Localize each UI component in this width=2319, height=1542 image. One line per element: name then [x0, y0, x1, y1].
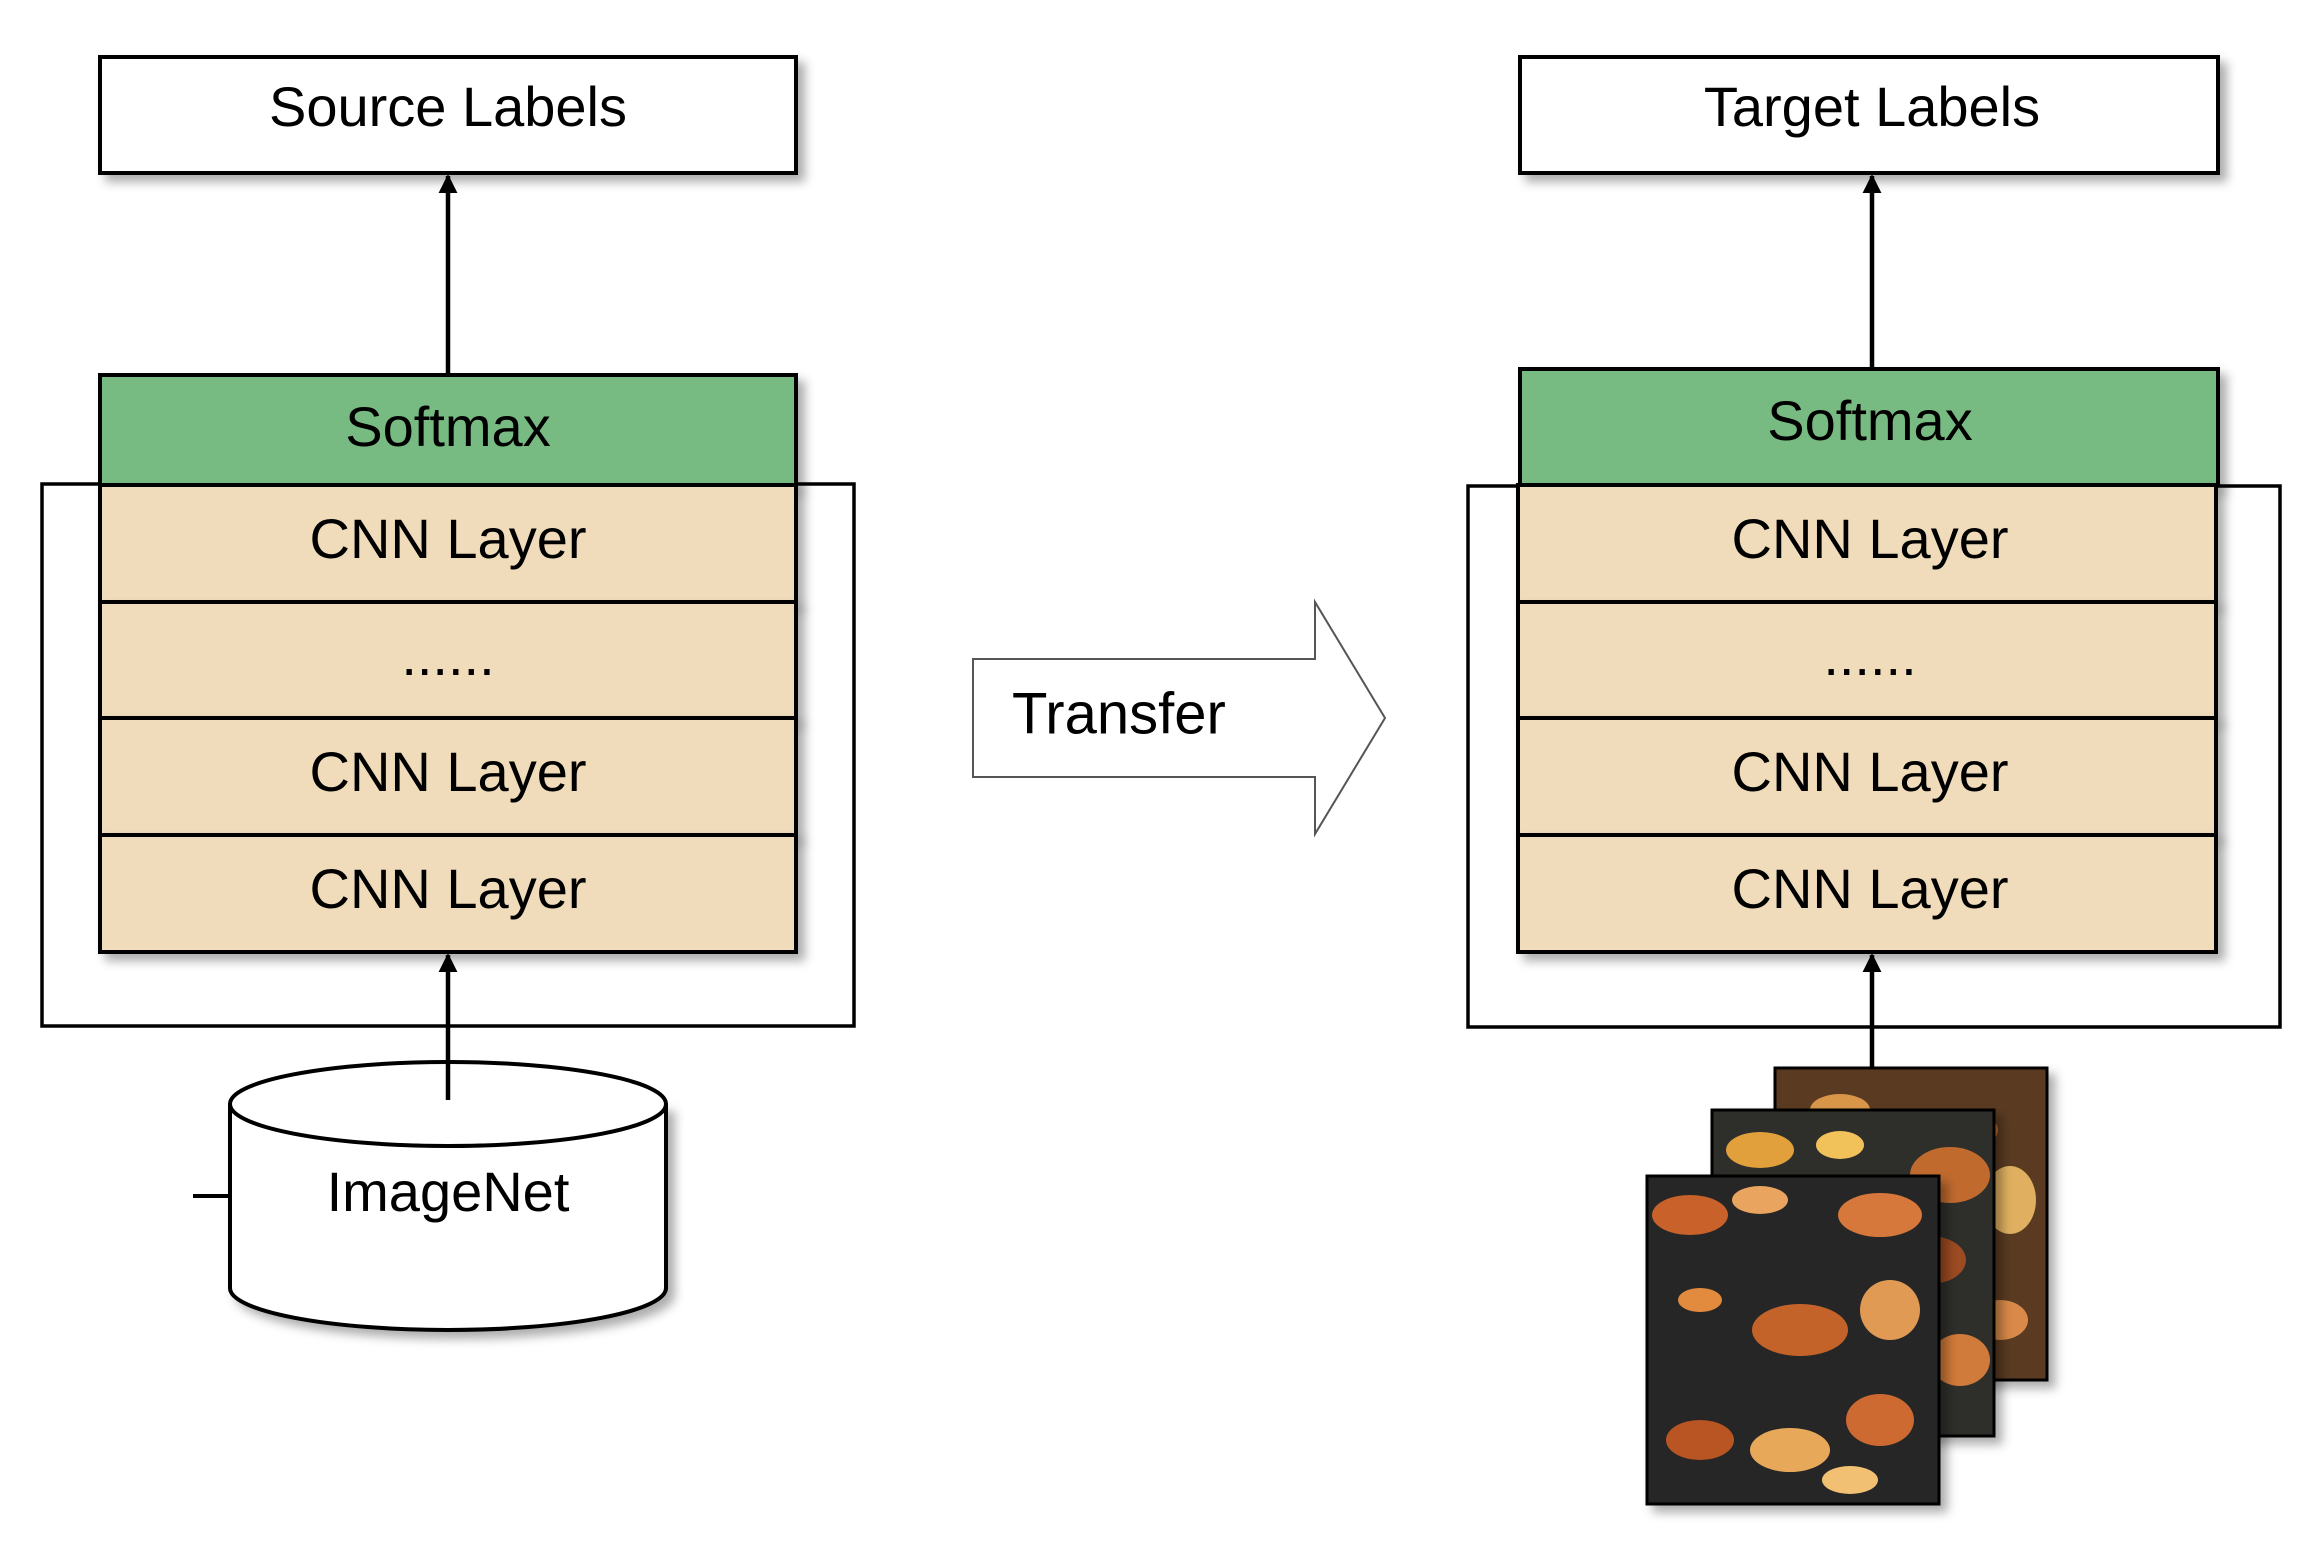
target-model: Target Labels Softmax CNN Layer ...... C… [1466, 55, 2282, 1506]
transfer-arrow: Transfer [972, 598, 1387, 838]
source-cnn-layer-1-label: CNN Layer [310, 507, 587, 570]
target-cnn-layer-1-label: CNN Layer [1732, 507, 2009, 570]
target-cnn-layer-2-label: CNN Layer [1732, 740, 2009, 803]
source-labels-text: Source Labels [269, 75, 627, 138]
source-cnn-layer-3-label: CNN Layer [310, 857, 587, 920]
source-softmax-layer [98, 373, 798, 487]
source-cnn-layer-1 [98, 483, 798, 604]
target-labels-box [1518, 55, 2220, 175]
source-cnn-layer-ellipsis [98, 600, 798, 720]
source-cnn-layer-2 [98, 716, 798, 837]
transfer-label: Transfer [1012, 681, 1226, 746]
target-labels-text: Target Labels [1704, 75, 2040, 138]
source-cnn-layer-ellipsis-label: ...... [401, 624, 494, 687]
photo-front [1645, 1174, 1941, 1506]
target-softmax-label: Softmax [1767, 389, 1972, 452]
source-cnn-layer-2-label: CNN Layer [310, 740, 587, 803]
target-cnn-layer-ellipsis-label: ...... [1823, 624, 1916, 687]
imagenet-label: ImageNet [327, 1160, 570, 1223]
transfer-arrow-shape [972, 598, 1387, 838]
imagenet-database-icon [193, 1060, 668, 1332]
source-model: Source Labels Softmax CNN Layer ...... C… [40, 55, 856, 1332]
target-softmax-layer [1518, 367, 2220, 487]
source-labels-box [98, 55, 798, 175]
target-cnn-layer-3 [1516, 833, 2218, 954]
source-cnn-layer-3 [98, 833, 798, 954]
target-cnn-layer-3-label: CNN Layer [1732, 857, 2009, 920]
target-cnn-layer-ellipsis [1516, 600, 2218, 720]
target-cnn-layer-2 [1516, 716, 2218, 837]
source-softmax-label: Softmax [345, 395, 550, 458]
target-cnn-layer-1 [1516, 483, 2218, 604]
stacked-food-photos-icon [1645, 1066, 2049, 1506]
